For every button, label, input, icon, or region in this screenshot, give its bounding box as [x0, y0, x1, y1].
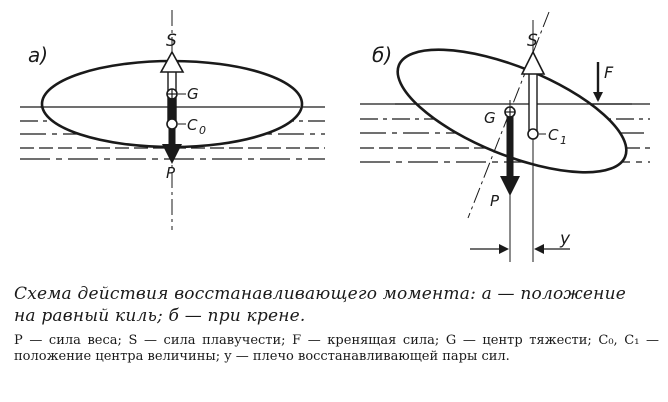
caption-title-line-1: Схема действия восстанавливающего момент…	[14, 284, 626, 304]
caption-title-line-2: на равный киль; б — при крене.	[14, 306, 306, 326]
label-p-a: P	[166, 164, 176, 182]
label-s-b: S	[527, 31, 538, 51]
caption-legend: P — сила веса; S — сила плавучести; F — …	[14, 333, 659, 364]
label-p-b: P	[490, 192, 500, 210]
label-s-a: S	[166, 31, 177, 51]
label-g-a: G	[187, 85, 199, 103]
label-g-b: G	[484, 109, 496, 127]
center-of-buoyancy-a	[166, 118, 178, 130]
figure-caption: Схема действия восстанавливающего момент…	[14, 283, 659, 365]
label-c1-sub-b: 1	[560, 134, 567, 147]
label-c0-a: C	[187, 116, 198, 134]
panel-a-label: а)	[28, 43, 48, 67]
label-c0-sub-a: 0	[199, 124, 206, 137]
stability-diagram: а) S G C 0 P б)	[20, 10, 650, 262]
panel-b: б) S G C 1 P F	[360, 11, 650, 262]
center-of-buoyancy-b	[527, 128, 539, 140]
label-f-b: F	[604, 63, 614, 82]
weight-arrow-b	[500, 112, 520, 196]
panel-b-label: б)	[372, 43, 392, 67]
panel-a: а) S G C 0 P	[20, 10, 325, 230]
label-c1-b: C	[548, 126, 559, 144]
label-y-b: y	[559, 229, 571, 249]
